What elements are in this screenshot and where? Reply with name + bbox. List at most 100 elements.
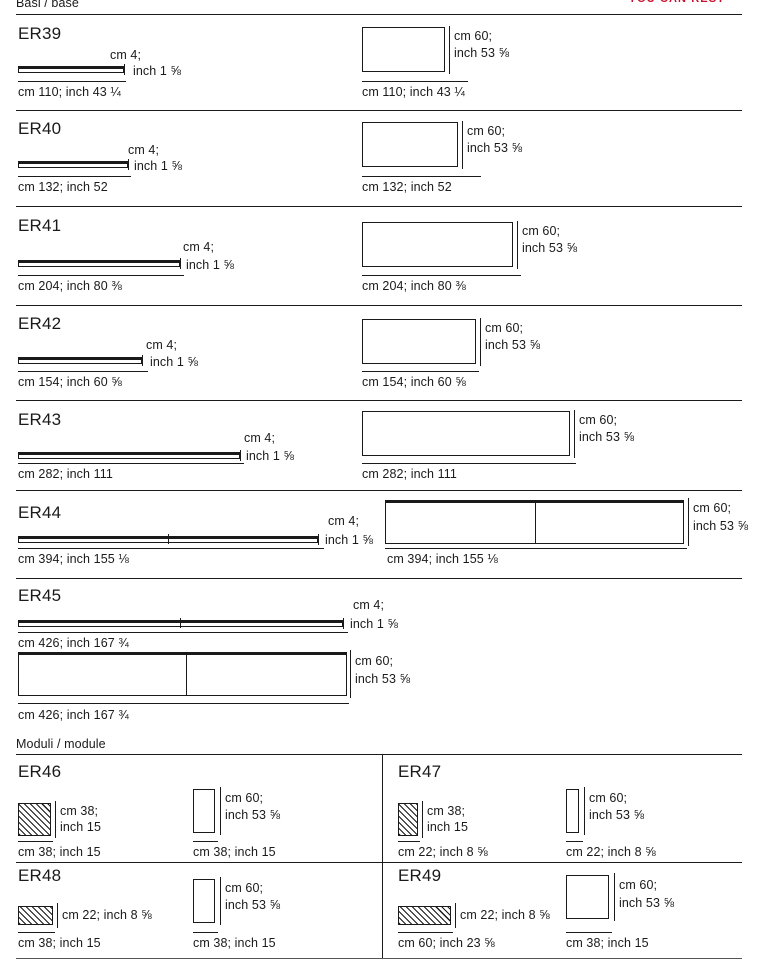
er39-profile-bar [18, 66, 124, 73]
er44-depth-cm: cm 4; [328, 514, 360, 528]
er40-depth-cm: cm 4; [128, 143, 160, 157]
row-rule-er43 [16, 490, 742, 491]
er40-front-width-witness [362, 176, 481, 177]
section-rule-moduli [16, 754, 742, 755]
er47-front-width-witness [566, 841, 583, 842]
item-code-er45: ER45 [18, 586, 62, 605]
er45-front-panel [18, 652, 347, 696]
er43-profile-width: cm 282; inch 111 [18, 467, 113, 481]
er41-profile-width: cm 204; inch 80 ⅜ [18, 279, 122, 293]
er48-hatch-width: cm 38; inch 15 [18, 936, 101, 950]
er44-front-panel [385, 500, 684, 544]
section-label-moduli: Moduli / module [16, 737, 106, 751]
er48-front-width-witness [193, 932, 218, 933]
er42-height-witness [480, 318, 481, 366]
er49-hatch-width: cm 60; inch 23 ⅝ [398, 936, 495, 950]
er43-front-width-witness [362, 463, 576, 464]
er45-height-witness [350, 650, 351, 698]
er41-profile-bar [18, 260, 180, 267]
er42-profile-endcap [142, 355, 144, 366]
er45-depth-inch: inch 1 ⅝ [350, 617, 399, 631]
er49-hatch-width-witness [398, 932, 453, 933]
er43-front-width: cm 282; inch 111 [362, 467, 457, 481]
er44-front-divider [535, 501, 536, 543]
er45-profile-endcap [343, 618, 345, 629]
er49-height-cm: cm 60; [619, 878, 658, 892]
er46-hatch-width-witness [18, 841, 53, 842]
moduli-column-split [382, 754, 383, 958]
er45-depth-cm: cm 4; [353, 598, 385, 612]
er39-width-witness [18, 81, 126, 82]
item-code-er39: ER39 [18, 24, 62, 43]
er43-height-witness [574, 410, 575, 458]
er42-front-panel [362, 319, 476, 364]
row-rule-er41 [16, 305, 742, 306]
er45-profile-width: cm 426; inch 167 ¾ [18, 636, 129, 650]
row-rule-er40 [16, 206, 742, 207]
er43-profile-bar [18, 452, 240, 459]
er48-front-width: cm 38; inch 15 [193, 936, 276, 950]
er44-profile-midcap [168, 534, 170, 544]
item-code-er46: ER46 [18, 762, 62, 781]
er46-front-width-witness [193, 841, 218, 842]
item-code-er42: ER42 [18, 314, 62, 333]
er40-profile-width: cm 132; inch 52 [18, 180, 108, 194]
er42-profile-width: cm 154; inch 60 ⅝ [18, 375, 122, 389]
er43-depth-inch: inch 1 ⅝ [246, 449, 295, 463]
er44-height-witness [688, 498, 689, 546]
er41-height-witness [517, 221, 518, 269]
er47-hatch-width-witness [398, 841, 420, 842]
er42-width-witness [18, 371, 148, 372]
row-rule-er42 [16, 400, 742, 401]
section-rule-basi [16, 14, 742, 15]
er41-depth-cm: cm 4; [183, 240, 215, 254]
er46-front-panel [193, 789, 215, 833]
er39-front-width: cm 110; inch 43 ¼ [362, 85, 465, 99]
er42-front-width: cm 154; inch 60 ⅝ [362, 375, 466, 389]
er45-width-witness [18, 632, 348, 633]
er46-height-witness [220, 787, 221, 835]
er46-hatch-width: cm 38; inch 15 [18, 845, 101, 859]
er47-height-inch: inch 53 ⅝ [589, 808, 645, 822]
er44-profile-endcap [318, 534, 320, 545]
er45-height-inch: inch 53 ⅝ [355, 672, 411, 686]
item-code-er48: ER48 [18, 866, 62, 885]
er48-height-witness [220, 877, 221, 925]
er41-depth-inch: inch 1 ⅝ [186, 258, 235, 272]
er40-height-inch: inch 53 ⅝ [467, 141, 523, 155]
er47-depth-witness [422, 801, 423, 838]
er49-hatch-height-inline: cm 22; inch 8 ⅝ [460, 908, 550, 922]
er39-front-width-witness [362, 81, 468, 82]
er41-profile-endcap [180, 258, 182, 269]
er44-front-width: cm 394; inch 155 ⅛ [387, 552, 498, 566]
er39-depth-inch: inch 1 ⅝ [133, 64, 182, 78]
er44-width-witness [18, 548, 324, 549]
er48-depth-witness [57, 903, 58, 928]
er46-front-width: cm 38; inch 15 [193, 845, 276, 859]
er39-height-inch: inch 53 ⅝ [454, 46, 510, 60]
er44-height-cm: cm 60; [693, 501, 732, 515]
er49-front-width: cm 38; inch 15 [566, 936, 649, 950]
er40-depth-inch: inch 1 ⅝ [134, 159, 183, 173]
er40-height-witness [462, 121, 463, 169]
section-label-basi: Basi / base [16, 0, 79, 10]
er40-height-cm: cm 60; [467, 124, 506, 138]
moduli-row-rule [16, 862, 742, 863]
row-rule-er44 [16, 578, 742, 579]
er47-hatch-height-cm: cm 38; [427, 804, 466, 818]
er48-height-inch: inch 53 ⅝ [225, 898, 281, 912]
er41-front-panel [362, 222, 513, 267]
er39-depth-cm: cm 4; [110, 48, 142, 62]
er46-plan-hatch [18, 803, 51, 836]
er48-plan-hatch [18, 906, 53, 925]
er44-depth-inch: inch 1 ⅝ [325, 533, 374, 547]
er43-depth-cm: cm 4; [244, 431, 276, 445]
er47-front-panel [566, 789, 579, 833]
er41-front-width: cm 204; inch 80 ⅜ [362, 279, 466, 293]
er40-width-witness [18, 176, 131, 177]
er48-hatch-width-witness [18, 932, 55, 933]
er45-height-cm: cm 60; [355, 654, 394, 668]
er44-profile-width: cm 394; inch 155 ⅛ [18, 552, 129, 566]
er39-height-witness [449, 26, 450, 74]
er42-front-width-witness [362, 371, 479, 372]
